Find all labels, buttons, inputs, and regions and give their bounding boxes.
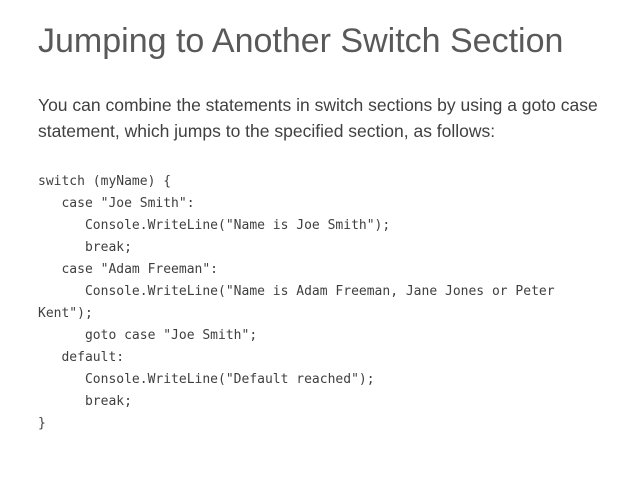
code-line: goto case "Joe Smith"; (38, 328, 258, 343)
code-line: Kent"); (38, 306, 93, 321)
code-line: Console.WriteLine("Default reached"); (38, 372, 375, 387)
code-line: } (38, 416, 46, 431)
code-line: case "Joe Smith": (38, 196, 195, 211)
body-paragraph: You can combine the statements in switch… (38, 95, 598, 141)
code-line: switch (myName) { (38, 174, 172, 189)
code-block: switch (myName) { case "Joe Smith": Cons… (38, 171, 600, 435)
code-line: case "Adam Freeman": (38, 262, 219, 277)
slide-title: Jumping to Another Switch Section (38, 22, 564, 60)
code-line: break; (38, 394, 132, 409)
code-line: Console.WriteLine("Name is Joe Smith"); (38, 218, 391, 233)
code-line: default: (38, 350, 125, 365)
code-line: Console.WriteLine("Name is Adam Freeman,… (38, 284, 555, 299)
code-line: break; (38, 240, 132, 255)
